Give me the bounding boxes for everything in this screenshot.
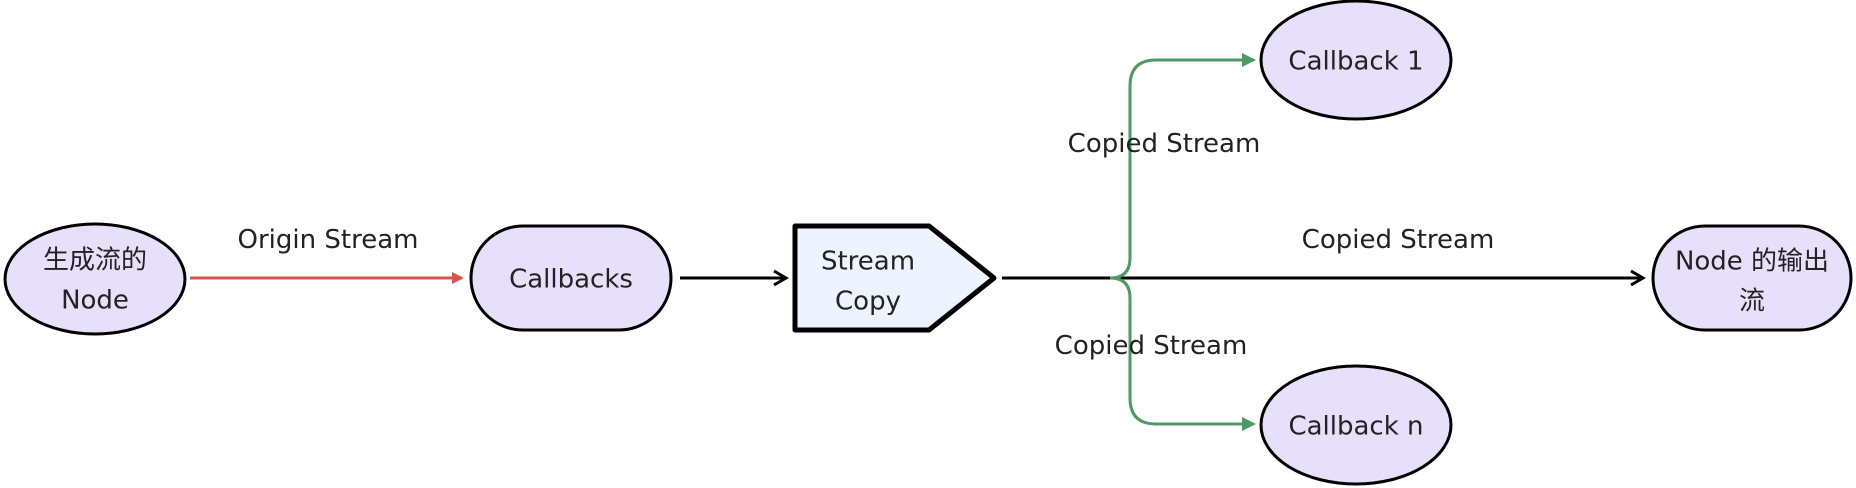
- edge-label-copied-down: Copied Stream: [1055, 331, 1248, 361]
- output-node-label-line1: Node 的输出: [1675, 247, 1829, 277]
- edge-copied-up: [1109, 53, 1256, 280]
- callback-1-node-label: Callback 1: [1288, 47, 1423, 77]
- stream-copy-node-label-line2: Copy: [835, 287, 901, 317]
- callback-1-node: [1259, 0, 1453, 121]
- callbacks-node-label: Callbacks: [509, 265, 633, 295]
- edge-label-copied-main: Copied Stream: [1302, 225, 1495, 255]
- output-node-label-line2: 流: [1739, 287, 1765, 317]
- stream-copy-node-label-line1: Stream: [821, 247, 915, 277]
- output-node: [1651, 224, 1853, 332]
- source-node-label-line1: 生成流的: [43, 246, 147, 276]
- callback-n-node: [1259, 364, 1453, 486]
- edge-label-copied-up: Copied Stream: [1068, 129, 1261, 159]
- callbacks-node: [469, 224, 673, 332]
- callback-n-node-label: Callback n: [1288, 412, 1423, 442]
- edge-label-origin-stream: Origin Stream: [238, 225, 419, 255]
- source-node-label-line2: Node: [61, 286, 129, 316]
- edge-copied-down: [1109, 276, 1256, 431]
- stream-copy-node: [792, 223, 997, 333]
- source-node: [3, 222, 187, 336]
